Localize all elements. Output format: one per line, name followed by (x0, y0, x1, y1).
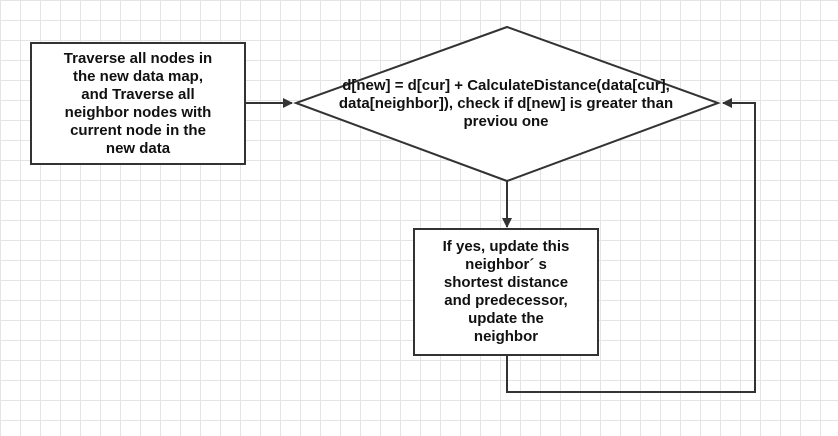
edge-update-loop-back (506, 98, 756, 393)
update-box-label: If yes, update this neighbor´ s shortest… (442, 238, 570, 345)
update-box (413, 228, 599, 356)
traverse-box (30, 42, 246, 165)
decision-diamond (293, 25, 721, 183)
traverse-box-label: Traverse all nodes in the new data map, … (63, 50, 213, 157)
decision-diamond-label: d[new] = d[cur] + CalculateDistance(data… (338, 77, 674, 130)
